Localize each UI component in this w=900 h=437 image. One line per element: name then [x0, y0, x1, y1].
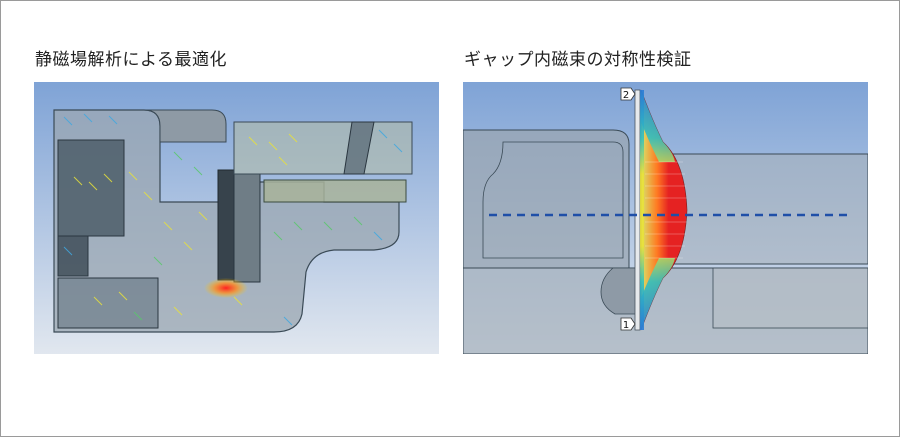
right-bar	[263, 179, 407, 203]
flux-hotspot	[204, 278, 248, 298]
flux-hatch	[645, 161, 687, 259]
left-block-upper	[57, 139, 125, 237]
flux-distribution	[640, 89, 688, 331]
flux-edge	[641, 90, 675, 330]
center-slot	[217, 169, 235, 281]
left-block-lower	[57, 235, 89, 277]
marker-bottom: 1	[620, 317, 636, 331]
gap-plate	[634, 89, 641, 331]
marker-bottom-label: 1	[623, 320, 629, 331]
flux-edge-left	[640, 90, 644, 330]
marker-top-label: 2	[623, 90, 629, 101]
top-cap	[143, 109, 227, 143]
marker-top: 2	[620, 87, 636, 101]
field-vectors	[63, 113, 403, 326]
lower-notch	[600, 267, 644, 315]
yoke-inner	[482, 141, 624, 259]
yoke-body	[463, 129, 630, 269]
left-caption: 静磁場解析による最適化	[35, 50, 227, 70]
center-insert	[233, 173, 261, 283]
lower-right-block	[712, 267, 868, 329]
bottom-block	[57, 277, 159, 329]
top-right-block	[233, 121, 413, 175]
gap-flux-symmetry-image: 2 1	[463, 82, 868, 354]
right-caption: ギャップ内磁束の対称性検証	[464, 50, 692, 70]
static-field-simulation-image	[34, 82, 439, 354]
top-right-wedge	[343, 121, 375, 175]
